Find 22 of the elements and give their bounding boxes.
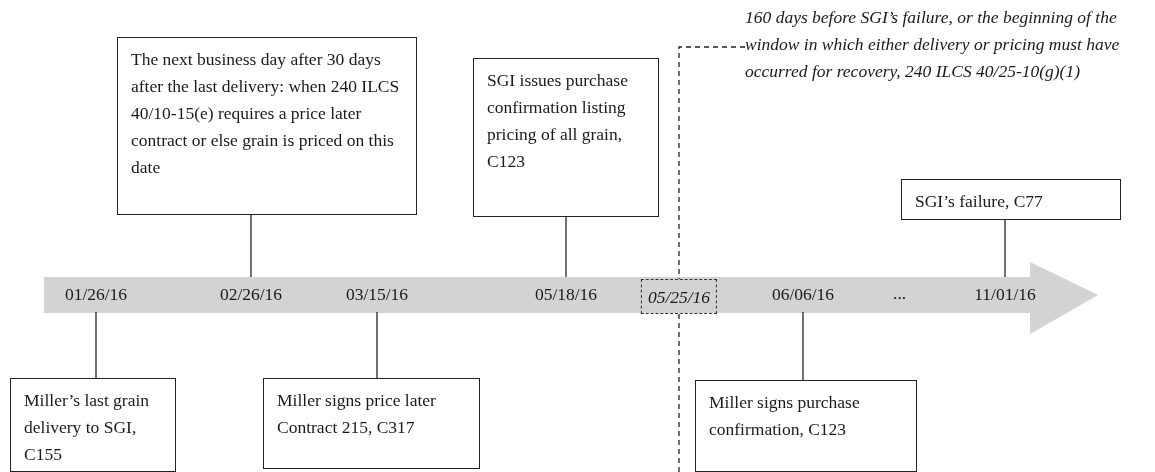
leader-line xyxy=(250,214,252,278)
leader-line xyxy=(565,216,567,278)
leader-line xyxy=(1004,219,1006,278)
date-label: 03/15/16 xyxy=(339,277,415,312)
date-box: 05/25/16 xyxy=(640,279,718,314)
event-box: SGI issues purchase confirmation listing pricing of all grain, C123 xyxy=(473,58,659,217)
event-box: Miller signs purchase confirmation, C123 xyxy=(695,380,917,472)
date-label: 02/26/16 xyxy=(213,277,289,312)
event-box: The next business day after 30 days after the last delivery: when 240 ILCS 40/10-15(e) requires a price later contract or else grain is priced on this date xyxy=(117,37,417,215)
leader-line xyxy=(376,311,378,379)
leader-line xyxy=(95,311,97,379)
note-text: 160 days before SGI’s failure, or the beginning of the window in which either delivery or pricing must have occurred for recovery, 240 ILCS 40/25-10(g)(1) xyxy=(745,4,1153,85)
date-label: 01/26/16 xyxy=(58,277,134,312)
date-label: 11/01/16 xyxy=(968,277,1042,312)
event-box: Miller’s last grain delivery to SGI, C155 xyxy=(10,378,176,472)
ellipsis-text: ... xyxy=(893,283,907,304)
date-label: 06/06/16 xyxy=(765,277,841,312)
date-label: 05/18/16 xyxy=(528,277,604,312)
dashed-leader-line xyxy=(678,46,746,280)
event-box: SGI’s failure, C77 xyxy=(901,179,1121,220)
event-box: Miller signs price later Contract 215, C317 xyxy=(263,378,480,469)
leader-line xyxy=(802,311,804,381)
